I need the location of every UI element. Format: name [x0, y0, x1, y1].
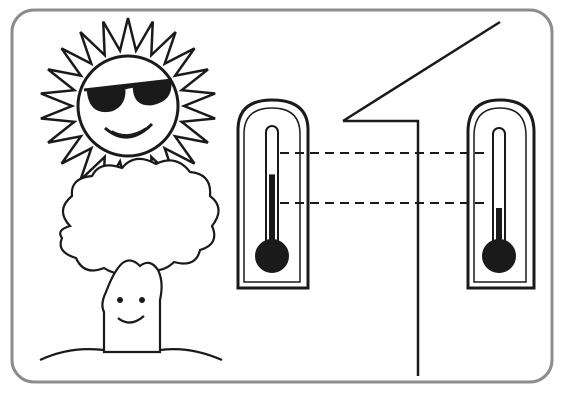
tree-icon: [40, 159, 222, 360]
thermometer-outside-bulb: [256, 240, 288, 272]
thermometer-outside-icon: [238, 100, 308, 288]
thermometer-inside-bulb: [483, 240, 515, 272]
thermometer-inside-icon: [468, 100, 534, 288]
comparison-lines: [280, 153, 490, 203]
thermometer-outside-liquid: [269, 174, 275, 250]
tree-trunk: [102, 260, 161, 352]
wall-outline: [343, 121, 418, 376]
